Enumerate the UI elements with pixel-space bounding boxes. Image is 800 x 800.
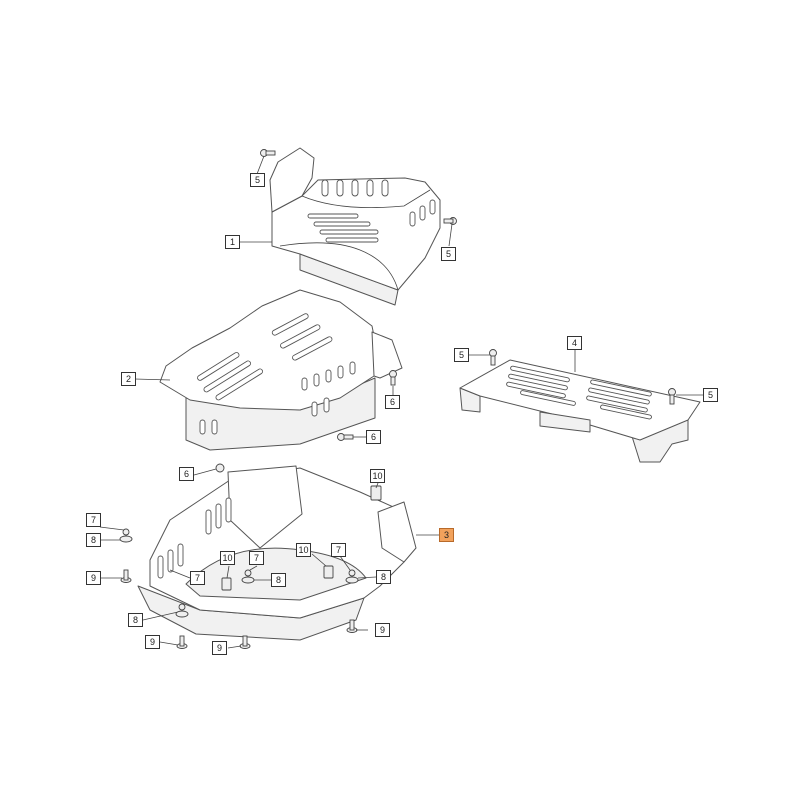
callout-7-inner[interactable]: 7 bbox=[190, 571, 205, 585]
screw-6-bottom bbox=[337, 433, 354, 441]
callout-8-bottom[interactable]: 8 bbox=[128, 613, 143, 627]
part-1-top-shroud bbox=[269, 147, 441, 306]
callout-9-bottom-left[interactable]: 9 bbox=[145, 635, 160, 649]
part-4-slots bbox=[506, 365, 652, 420]
callout-1[interactable]: 1 bbox=[225, 235, 240, 249]
callout-6-nut[interactable]: 6 bbox=[179, 467, 194, 481]
part-1-slots bbox=[307, 179, 436, 243]
callout-9-left[interactable]: 9 bbox=[86, 571, 101, 585]
callout-6-right[interactable]: 6 bbox=[385, 395, 400, 409]
callout-5-grille-right[interactable]: 5 bbox=[703, 388, 718, 402]
callout-7-center[interactable]: 7 bbox=[249, 551, 264, 565]
clip-10-right bbox=[370, 485, 382, 501]
screw-5-grille-right bbox=[668, 388, 676, 405]
part-2-slots bbox=[197, 313, 356, 435]
nut-6 bbox=[215, 463, 225, 473]
callout-4[interactable]: 4 bbox=[567, 336, 582, 350]
callout-8-left[interactable]: 8 bbox=[86, 533, 101, 547]
part-2-middle-cover bbox=[159, 289, 403, 451]
callout-5-grille-left[interactable]: 5 bbox=[454, 348, 469, 362]
screw-5-top bbox=[260, 149, 276, 157]
bolt-9-left bbox=[120, 569, 132, 583]
callout-5-top[interactable]: 5 bbox=[250, 173, 265, 187]
callout-5-right-shroud[interactable]: 5 bbox=[441, 247, 456, 261]
callout-9-bottom-center[interactable]: 9 bbox=[212, 641, 227, 655]
screw-5-right-shroud bbox=[443, 217, 457, 225]
callout-10-mid[interactable]: 10 bbox=[296, 543, 311, 557]
callout-7-left[interactable]: 7 bbox=[86, 513, 101, 527]
clip-10-center bbox=[221, 577, 232, 591]
leader-lines bbox=[99, 155, 704, 649]
fasteners bbox=[119, 149, 676, 649]
screw-6-right bbox=[389, 370, 397, 386]
callout-8-right[interactable]: 8 bbox=[376, 570, 391, 584]
bolt-9-bottom-left bbox=[176, 635, 188, 649]
callout-9-bottom-right[interactable]: 9 bbox=[375, 623, 390, 637]
washer-8-right bbox=[345, 569, 359, 584]
callout-3[interactable]: 3 bbox=[439, 528, 454, 542]
bolt-9-bottom-center bbox=[239, 635, 251, 649]
washer-8-bottom bbox=[175, 603, 189, 618]
part-3-slots bbox=[157, 497, 232, 579]
clip-10-mid bbox=[323, 565, 334, 579]
callout-7-right[interactable]: 7 bbox=[331, 543, 346, 557]
callout-2[interactable]: 2 bbox=[121, 372, 136, 386]
callout-6-bottom[interactable]: 6 bbox=[366, 430, 381, 444]
callout-8-center[interactable]: 8 bbox=[271, 573, 286, 587]
callout-10-right[interactable]: 10 bbox=[370, 469, 385, 483]
part-4-grille-plate bbox=[459, 359, 701, 463]
screw-5-grille-left bbox=[489, 349, 497, 366]
washer-8-left bbox=[119, 528, 133, 543]
callout-10-center[interactable]: 10 bbox=[220, 551, 235, 565]
